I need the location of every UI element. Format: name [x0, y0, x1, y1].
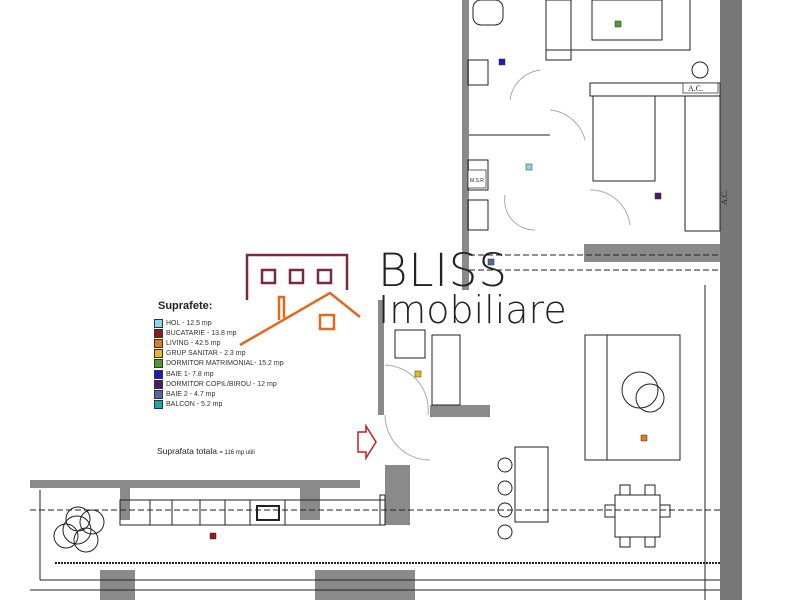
logo-brand: BLISS — [378, 244, 508, 297]
total-area: Suprafata totala = 116 mp utili — [157, 446, 255, 456]
legend-title: Suprafete: — [158, 300, 213, 312]
interior-lines — [30, 0, 721, 600]
ac-label-2: A.C. — [720, 190, 729, 205]
legend-label: GRUP SANITAR - 2.3 mp — [166, 350, 246, 358]
legend-item: GRUP SANITAR - 2.3 mp — [154, 349, 284, 359]
legend-item: BAIE 1- 7.8 mp — [154, 369, 284, 379]
marker-living — [640, 434, 648, 442]
logo-mark — [239, 253, 361, 347]
logo-text: BLISS Imobiliare — [378, 248, 567, 329]
entrance-arrow-icon — [357, 423, 377, 461]
marker-grup-sanitar — [414, 370, 422, 378]
swatch-icon — [154, 338, 163, 348]
legend-item: DORMITOR COPIL/BIROU - 12 mp — [154, 379, 284, 389]
ac-label: A.C. — [688, 84, 703, 93]
legend-label: BALCON - 5.2 mp — [166, 401, 223, 409]
marker-hol — [525, 163, 533, 171]
swatch-icon — [154, 349, 163, 359]
walls — [30, 0, 742, 600]
marker-baie-2 — [487, 258, 495, 266]
legend-label: HOL - 12.5 mp — [166, 319, 212, 327]
legend-label: BAIE 2 - 4.7 mp — [166, 390, 216, 398]
legend: Suprafete: HOL - 12.5 mp BUCATARIE - 13.… — [154, 300, 284, 410]
marker-dormitor-copil — [654, 192, 662, 200]
marker-baie-1 — [498, 58, 506, 66]
legend-item: LIVING - 42.5 mp — [154, 338, 284, 348]
legend-item: HOL - 12.5 mp — [154, 318, 284, 328]
legend-item: BUCATARIE - 13.8 mp — [154, 328, 284, 338]
swatch-icon — [154, 369, 163, 379]
legend-label: DORMITOR MATRIMONIAL- 15.2 mp — [166, 360, 284, 368]
swatch-icon — [154, 359, 163, 369]
legend-label: DORMITOR COPIL/BIROU - 12 mp — [166, 380, 277, 388]
swatch-icon — [154, 389, 163, 399]
swatch-icon — [154, 379, 163, 389]
total-value: = 116 mp utili — [219, 450, 255, 456]
marker-dormitor-matrimonial — [614, 20, 622, 28]
legend-item: DORMITOR MATRIMONIAL- 15.2 mp — [154, 359, 284, 369]
room-markers — [209, 20, 662, 540]
legend-label: LIVING - 42.5 mp — [166, 339, 221, 347]
legend-label: BUCATARIE - 13.8 mp — [166, 329, 237, 337]
msr-label: M.S.R — [470, 178, 484, 184]
legend-item: BALCON - 5.2 mp — [154, 400, 284, 410]
logo-subtitle: Imobiliare — [378, 288, 567, 332]
swatch-icon — [154, 400, 163, 410]
swatch-icon — [154, 318, 163, 328]
swatch-icon — [154, 328, 163, 338]
total-label: Suprafata totala — [157, 446, 218, 456]
legend-item: BAIE 2 - 4.7 mp — [154, 389, 284, 399]
legend-label: BAIE 1- 7.8 mp — [166, 370, 214, 378]
marker-bucatarie — [209, 532, 217, 540]
